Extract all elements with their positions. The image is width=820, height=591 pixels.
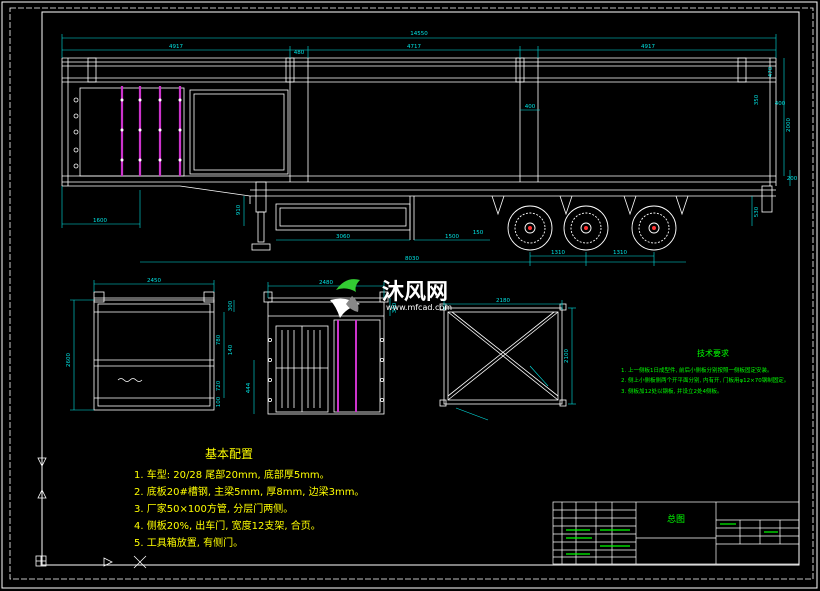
top-dimension-labels: 2180 2100 (496, 298, 570, 363)
front-dimension-lines (70, 280, 235, 411)
wheel-3 (631, 205, 677, 251)
dim-axle-1310-a: 1310 (551, 250, 565, 256)
dim-box-3060: 3060 (336, 234, 350, 240)
dim-wheelbase-8030: 8030 (405, 256, 419, 262)
front-dimension-labels: 2450 2600 780 720 140 100 300 (66, 278, 234, 407)
door-struts (120, 86, 182, 176)
dim-rear-300: 300 (392, 302, 398, 313)
watermark-text: 沐风网 (382, 280, 448, 305)
dim-overall-length: 14550 (410, 31, 428, 37)
dim-seg-right: 4917 (641, 44, 655, 50)
dim-post-400: 400 (525, 104, 536, 110)
dim-right-350: 350 (754, 94, 760, 105)
title-block-drawing-name: 总图 (667, 513, 685, 525)
wheel-hubs (528, 226, 656, 230)
tech-requirements: 技术要求 1. 上一侧板1日成型件, 前后小侧板分别按照一侧板固定安装。 2. … (621, 348, 789, 395)
dim-front-100: 100 (216, 396, 222, 407)
rear-dimension-labels: 2480 300 444 (246, 280, 398, 393)
wheels (507, 205, 677, 251)
basic-config-item-4: 4. 侧板20%, 出车门, 宽度12支架, 合页。 (134, 519, 321, 532)
tech-requirements-title: 技术要求 (697, 348, 729, 358)
dim-front-720: 720 (216, 380, 222, 391)
dim-right-530: 530 (754, 206, 760, 217)
dim-right-400: 400 (775, 101, 786, 107)
dim-seg-small: 480 (294, 50, 305, 56)
dim-gap-1500: 1500 (445, 234, 459, 240)
dim-seg-left: 4917 (169, 44, 183, 50)
basic-config-item-3: 3. 厂家50×100方管, 分层门两侧。 (134, 502, 293, 515)
dim-front-780: 780 (216, 334, 222, 345)
dim-kingpin-1600: 1600 (93, 218, 107, 224)
inner-border (9, 7, 814, 580)
title-block-fill-marks (566, 523, 778, 555)
tech-item-2: 2. 侧上小侧板侧两个开平面分别, 内有开, 门板用φ12×70钢制固定。 (621, 376, 789, 384)
wheel-1 (507, 205, 553, 251)
side-dimension-lines (61, 34, 791, 266)
dim-seg-mid: 4717 (407, 44, 421, 50)
rear-struts (337, 320, 357, 412)
tech-item-1: 1. 上一侧板1日成型件, 前后小侧板分别按照一侧板固定安装。 (621, 366, 773, 374)
dim-rear-2480: 2480 (319, 280, 333, 286)
top-view (439, 303, 567, 407)
drawing-frame (41, 11, 800, 566)
dim-front-2450: 2450 (147, 278, 161, 284)
top-dimension-lines (443, 300, 576, 421)
dim-axle-1310-b: 1310 (613, 250, 627, 256)
tech-item-3: 3. 侧板加12处以钢板, 并设立2处4侧板。 (621, 387, 723, 395)
front-view (93, 291, 215, 411)
title-block (552, 501, 800, 565)
basic-config-notes: 基本配置 1. 车型: 20/28 尾部20mm, 底部厚5mm。 2. 底板2… (134, 447, 364, 549)
dim-right-470: 470 (768, 66, 774, 77)
dim-rear-444: 444 (246, 382, 252, 393)
wheel-2 (563, 205, 609, 251)
dim-right-200: 200 (787, 176, 798, 182)
dim-gap-150: 150 (473, 230, 484, 236)
dim-top-2100: 2100 (564, 349, 570, 363)
side-view (61, 57, 777, 251)
frame-markers (35, 400, 147, 569)
rear-dimension-lines (253, 282, 391, 414)
watermark-logo-icon (330, 279, 360, 318)
basic-config-item-2: 2. 底板20#槽钢, 主梁5mm, 厚8mm, 边梁3mm。 (134, 485, 364, 498)
strut-latches (120, 98, 182, 162)
side-dimension-labels: 14550 4917 480 4717 4917 470 350 400 200… (93, 31, 798, 262)
basic-config-title: 基本配置 (205, 447, 253, 461)
dim-top-2180: 2180 (496, 298, 510, 304)
dim-front-2600: 2600 (66, 353, 72, 367)
basic-config-item-1: 1. 车型: 20/28 尾部20mm, 底部厚5mm。 (134, 468, 330, 481)
watermark-url: www.mfcad.com (386, 303, 452, 312)
dim-front-300: 300 (228, 300, 234, 311)
basic-config-item-5: 5. 工具箱放置, 有侧门。 (134, 536, 243, 549)
dim-front-140: 140 (228, 344, 234, 355)
rear-view (263, 291, 389, 415)
dim-leg-910: 910 (236, 204, 242, 215)
dim-right-2000: 2000 (786, 118, 792, 132)
